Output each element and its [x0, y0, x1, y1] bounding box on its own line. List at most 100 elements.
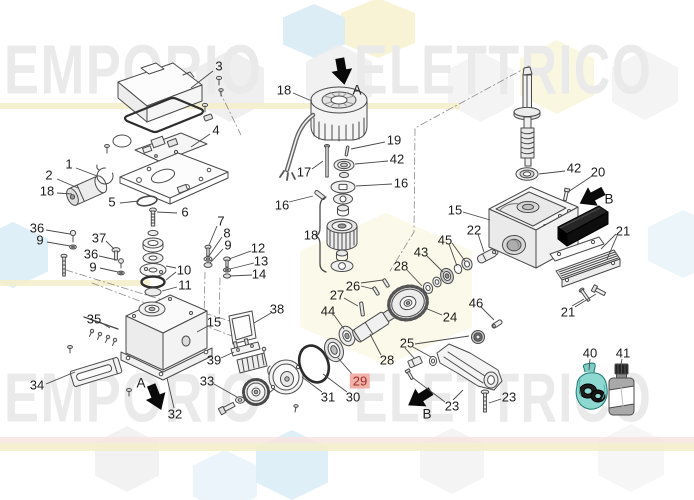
part-33-pinion-graphic	[217, 378, 270, 416]
leader-line	[343, 297, 359, 307]
part-38-flap-graphic	[228, 310, 257, 349]
leader-line	[414, 335, 470, 345]
part-washer-b-graphic	[333, 193, 353, 205]
part-label-17: 17	[296, 164, 312, 180]
leader-line	[46, 241, 71, 247]
part-23-screw-graphic	[480, 389, 490, 413]
view-arrow-a-top-icon	[331, 57, 353, 85]
part-label-14: 14	[251, 266, 267, 282]
leader-line	[165, 271, 177, 281]
part-spacer-2-graphic	[337, 204, 349, 217]
part-label-36: 36	[29, 220, 45, 236]
part-label-15: 15	[447, 202, 463, 218]
part-label-23: 23	[444, 398, 460, 414]
part-label-30: 30	[345, 389, 361, 405]
leader-line	[292, 92, 313, 102]
part-label-8: 8	[223, 225, 231, 241]
leader-line	[412, 346, 432, 358]
part-label-9: 9	[224, 237, 232, 253]
view-arrow-b-bottom-icon	[408, 387, 434, 407]
part-label-43: 43	[413, 244, 429, 260]
part-label-40: 40	[582, 345, 598, 361]
part-label-25: 25	[399, 335, 415, 351]
leader-line	[98, 255, 118, 261]
leader-line	[337, 357, 353, 375]
part-label-41: 41	[615, 345, 631, 361]
part-3-screws-graphic	[201, 75, 224, 122]
part-label-37: 37	[91, 230, 107, 246]
part-26-keys-graphic	[372, 278, 390, 296]
accent-strip-decor	[0, 103, 460, 109]
leader-line	[588, 358, 591, 371]
leader-line	[229, 274, 253, 277]
leader-line	[452, 389, 464, 401]
part-label-9: 9	[89, 259, 97, 275]
part-label-34: 34	[29, 377, 45, 393]
part-21-plates-graphic	[549, 236, 621, 288]
part-label-36: 36	[83, 246, 99, 262]
leader-line	[574, 293, 597, 308]
part-label-18: 18	[303, 227, 319, 243]
part-7-8-9-screws-graphic	[203, 244, 213, 268]
leader-line	[209, 248, 224, 264]
view-arrow-b-right-icon	[579, 186, 606, 206]
leader-line	[488, 398, 502, 404]
leader-line	[567, 175, 593, 193]
view-marker-A: A	[136, 375, 146, 391]
leader-line	[571, 298, 585, 307]
leader-line	[56, 192, 73, 195]
part-44-washer-graphic	[338, 325, 356, 347]
part-rubber-stop-graphic	[557, 205, 609, 247]
part-label-6: 6	[181, 204, 189, 220]
part-15-motor-housing-graphic	[120, 294, 213, 381]
leader-line	[480, 306, 495, 321]
leader-line	[99, 321, 111, 329]
leader-line	[119, 200, 140, 204]
view-marker-B: B	[422, 406, 432, 422]
part-6-screw-graphic	[149, 207, 157, 227]
leader-line	[354, 160, 389, 165]
part-label-10: 10	[176, 262, 192, 278]
accent-strip-decor	[0, 437, 694, 443]
part-3-gasket-graphic	[123, 96, 205, 134]
part-label-19: 19	[386, 132, 402, 148]
part-label-27: 27	[329, 287, 345, 303]
view-arrow-a-left-icon	[145, 383, 166, 410]
part-30-oring-graphic	[297, 344, 331, 384]
part-label-12: 12	[250, 240, 266, 256]
part-label-29-highlighted[interactable]: 29	[349, 373, 371, 389]
part-label-7: 7	[217, 213, 225, 229]
part-label-5: 5	[108, 194, 116, 210]
part-label-13: 13	[253, 253, 269, 269]
leader-line	[75, 167, 98, 177]
part-34-bracket-graphic	[67, 345, 132, 397]
part-29-seal-graphic	[324, 337, 344, 363]
part-label-33: 33	[199, 373, 215, 389]
leader-line	[156, 211, 178, 214]
accent-strip-decor	[0, 280, 150, 286]
leader-line	[161, 286, 178, 292]
leader-line	[350, 141, 386, 150]
part-31-cover-graphic	[267, 359, 304, 413]
part-19-pin-graphic	[344, 145, 350, 157]
leader-line	[404, 347, 415, 359]
part-36-9-screws-graphic	[60, 229, 125, 277]
part-label-3: 3	[215, 58, 223, 74]
part-label-2: 2	[45, 167, 53, 183]
leader-line	[45, 371, 76, 385]
part-label-35: 35	[86, 311, 102, 327]
part-15-gearbox-housing-graphic	[488, 186, 579, 269]
part-label-46: 46	[468, 295, 484, 311]
part-43-seal-graphic	[440, 267, 454, 285]
leader-line	[600, 233, 617, 250]
leader-line	[412, 377, 446, 403]
part-label-32: 32	[167, 406, 183, 422]
leader-line	[360, 285, 374, 290]
part-washer-c-graphic	[330, 260, 354, 272]
part-spacer-graphic	[338, 171, 350, 179]
leader-line	[424, 307, 443, 316]
part-label-44: 44	[320, 303, 336, 319]
part-39-plate-graphic	[230, 341, 267, 357]
